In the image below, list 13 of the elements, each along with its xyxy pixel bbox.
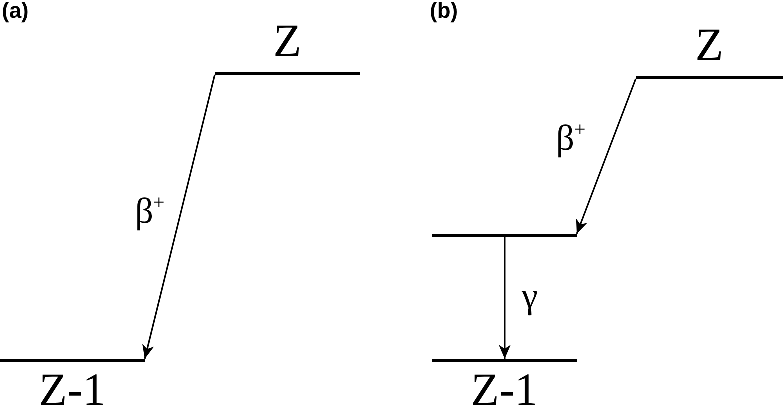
energy-level	[432, 234, 577, 237]
transition-label: β$^{+}$	[556, 119, 586, 157]
transition-label: γ	[522, 277, 538, 315]
transition-arrow	[498, 237, 511, 359]
panel-label: (b)	[430, 0, 458, 22]
transition-label: β$^{+}$	[135, 192, 165, 230]
transition-arrow	[576, 78, 637, 234]
panel-label: (a)	[2, 0, 29, 22]
level-label: Z-1	[39, 367, 106, 413]
level-label: Z	[273, 18, 302, 64]
level-label: Z	[695, 22, 724, 68]
level-label: Z-1	[471, 367, 538, 413]
transition-arrow	[142, 74, 216, 360]
